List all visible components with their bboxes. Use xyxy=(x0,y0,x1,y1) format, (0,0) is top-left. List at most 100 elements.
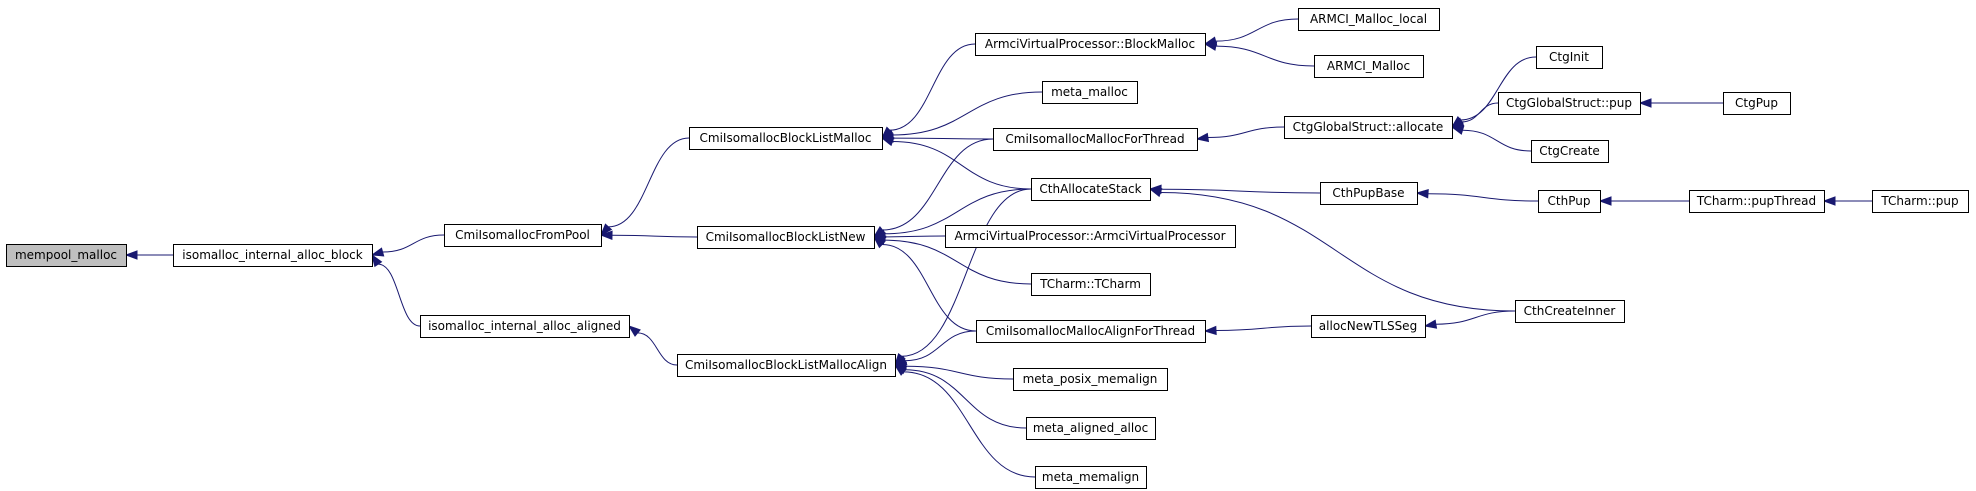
node-isomalloc-internal-alloc-aligned[interactable]: isomalloc_internal_alloc_aligned xyxy=(420,315,630,338)
edge-line xyxy=(892,141,1032,190)
node-label: CtgPup xyxy=(1735,96,1778,110)
edge-line xyxy=(1461,102,1499,123)
edge-cmiisomallocmallocalignforthread-to-cmiisomallocblocklistnew xyxy=(872,236,977,332)
edge-line xyxy=(382,234,445,253)
node-label: CtgGlobalStruct::pup xyxy=(1506,96,1632,110)
node-armci-malloc[interactable]: ARMCI_Malloc xyxy=(1314,55,1424,78)
node-label: meta_aligned_alloc xyxy=(1033,421,1148,435)
node-armcivirtualprocessor-armcivirtualprocessor[interactable]: ArmciVirtualProcessor::ArmciVirtualProce… xyxy=(945,225,1236,248)
edge-cmiisomallocfrompool-to-isomalloc-internal-alloc-block xyxy=(370,234,445,257)
edge-arrowhead xyxy=(1423,319,1438,329)
node-cmiisomallocmallocalignforthread[interactable]: CmiIsomallocMallocAlignForThread xyxy=(976,320,1206,343)
edge-cthallocatestack-to-cmiisomallocblocklistmalloc xyxy=(880,137,1032,190)
edge-tcharm-pup-to-tcharm-pupthread xyxy=(1822,196,1872,206)
node-meta-aligned-alloc[interactable]: meta_aligned_alloc xyxy=(1026,417,1156,440)
node-box xyxy=(1538,190,1601,213)
node-box xyxy=(1035,466,1147,489)
node-label: CtgCreate xyxy=(1539,144,1600,158)
node-box xyxy=(1515,300,1625,323)
edge-cthpupbase-to-cthallocatestack xyxy=(1148,184,1321,194)
edge-line xyxy=(378,263,421,327)
edge-line xyxy=(1435,310,1516,325)
node-label: ARMCI_Malloc xyxy=(1327,59,1410,73)
node-meta-posix-memalign[interactable]: meta_posix_memalign xyxy=(1013,368,1168,391)
node-cthcreateinner[interactable]: CthCreateInner xyxy=(1515,300,1625,323)
edge-line xyxy=(1462,129,1532,152)
node-allocnewtlsseg[interactable]: allocNewTLSSeg xyxy=(1311,315,1426,338)
node-cmiisomallocmallocforthread[interactable]: CmiIsomallocMallocForThread xyxy=(993,128,1198,151)
node-box xyxy=(975,33,1206,56)
graph-nodes: mempool_malloc isomalloc_internal_alloc_b… xyxy=(6,8,1969,489)
node-ctgpup[interactable]: CtgPup xyxy=(1723,92,1791,115)
node-mempool-malloc[interactable]: mempool_malloc xyxy=(6,244,127,267)
edge-arrowhead xyxy=(1203,41,1218,51)
node-label: meta_posix_memalign xyxy=(1023,372,1158,386)
edge-line xyxy=(637,332,678,366)
node-cmiisomallocblocklistnew[interactable]: CmiIsomallocBlockListNew xyxy=(697,226,875,249)
node-tcharm-pupthread[interactable]: TCharm::pupThread xyxy=(1689,190,1825,213)
node-armcivirtualprocessor-blockmalloc[interactable]: ArmciVirtualProcessor::BlockMalloc xyxy=(975,33,1206,56)
node-meta-memalign[interactable]: meta_memalign xyxy=(1035,466,1147,489)
node-tcharm-pup[interactable]: TCharm::pup xyxy=(1872,190,1969,213)
node-cmiisomallocfrompool[interactable]: CmiIsomallocFromPool xyxy=(444,224,602,247)
node-label: allocNewTLSSeg xyxy=(1319,319,1417,333)
node-ctgglobalstruct-allocate[interactable]: CtgGlobalStruct::allocate xyxy=(1284,116,1453,139)
node-box xyxy=(1013,368,1168,391)
node-cthpup[interactable]: CthPup xyxy=(1538,190,1601,213)
edge-arrowhead xyxy=(1450,125,1465,135)
edge-line xyxy=(1460,56,1537,121)
node-box xyxy=(1314,55,1424,78)
node-isomalloc-internal-alloc-block[interactable]: isomalloc_internal_alloc_block xyxy=(173,244,373,267)
edge-cthcreateinner-to-allocnewtlsseg xyxy=(1423,310,1516,329)
node-label: CmiIsomallocFromPool xyxy=(455,228,590,242)
edge-arrowhead xyxy=(1638,98,1652,108)
node-box xyxy=(1723,92,1791,115)
edge-line xyxy=(903,371,1036,478)
node-box xyxy=(1031,273,1151,296)
edge-ctgpup-to-ctgglobalstruct-pup xyxy=(1638,98,1723,108)
node-cmiisomallocblocklistmallocalign[interactable]: CmiIsomallocBlockListMallocAlign xyxy=(677,354,896,377)
edge-isomalloc-internal-alloc-block-to-mempool-malloc xyxy=(124,250,173,260)
edge-line xyxy=(889,43,976,131)
node-ctginit[interactable]: CtgInit xyxy=(1536,46,1603,69)
node-box xyxy=(1536,46,1603,69)
node-cthpupbase[interactable]: CthPupBase xyxy=(1320,182,1418,205)
edge-line xyxy=(892,91,1043,136)
node-label: TCharm::TCharm xyxy=(1039,277,1141,291)
node-label: CmiIsomallocBlockListNew xyxy=(706,230,866,244)
edge-arrowhead xyxy=(600,223,613,237)
edge-line xyxy=(884,239,1032,285)
node-box xyxy=(689,127,883,150)
edge-line xyxy=(892,137,994,140)
node-cmiisomallocblocklistmalloc[interactable]: CmiIsomallocBlockListMalloc xyxy=(689,127,883,150)
node-armci-malloc-local[interactable]: ARMCI_Malloc_local xyxy=(1298,8,1440,31)
node-label: CmiIsomallocMallocAlignForThread xyxy=(986,324,1195,338)
edge-line xyxy=(905,365,1014,380)
node-label: meta_malloc xyxy=(1051,85,1128,99)
graph-edges xyxy=(124,18,1872,478)
edge-arrowhead xyxy=(1203,325,1217,336)
edge-arrowhead xyxy=(880,137,895,147)
node-ctgcreate[interactable]: CtgCreate xyxy=(1531,140,1609,163)
edge-line xyxy=(884,188,1032,235)
node-label: mempool_malloc xyxy=(15,248,117,262)
node-cthallocatestack[interactable]: CthAllocateStack xyxy=(1031,178,1151,201)
edge-cmiisomallocmallocforthread-to-cmiisomallocblocklistnew xyxy=(872,138,994,238)
edge-arrowhead xyxy=(1822,196,1836,206)
node-label: CtgInit xyxy=(1549,50,1589,64)
edge-arrowhead xyxy=(627,325,641,337)
node-tcharm-tcharm[interactable]: TCharm::TCharm xyxy=(1031,273,1151,296)
edge-ctgglobalstruct-allocate-to-cmiisomallocmallocforthread xyxy=(1195,126,1285,143)
edge-arrowhead xyxy=(1148,188,1163,198)
edge-line xyxy=(1427,193,1539,202)
node-label: CthAllocateStack xyxy=(1039,182,1141,196)
node-label: CmiIsomallocBlockListMallocAlign xyxy=(685,358,887,372)
node-box xyxy=(444,224,602,247)
edge-cmiisomallocblocklistnew-to-cmiisomallocfrompool xyxy=(599,230,698,240)
node-box xyxy=(1320,182,1418,205)
node-meta-malloc[interactable]: meta_malloc xyxy=(1042,81,1138,104)
node-ctgglobalstruct-pup[interactable]: CtgGlobalStruct::pup xyxy=(1498,92,1641,115)
node-label: isomalloc_internal_alloc_aligned xyxy=(428,319,621,333)
edge-line xyxy=(1160,191,1516,312)
